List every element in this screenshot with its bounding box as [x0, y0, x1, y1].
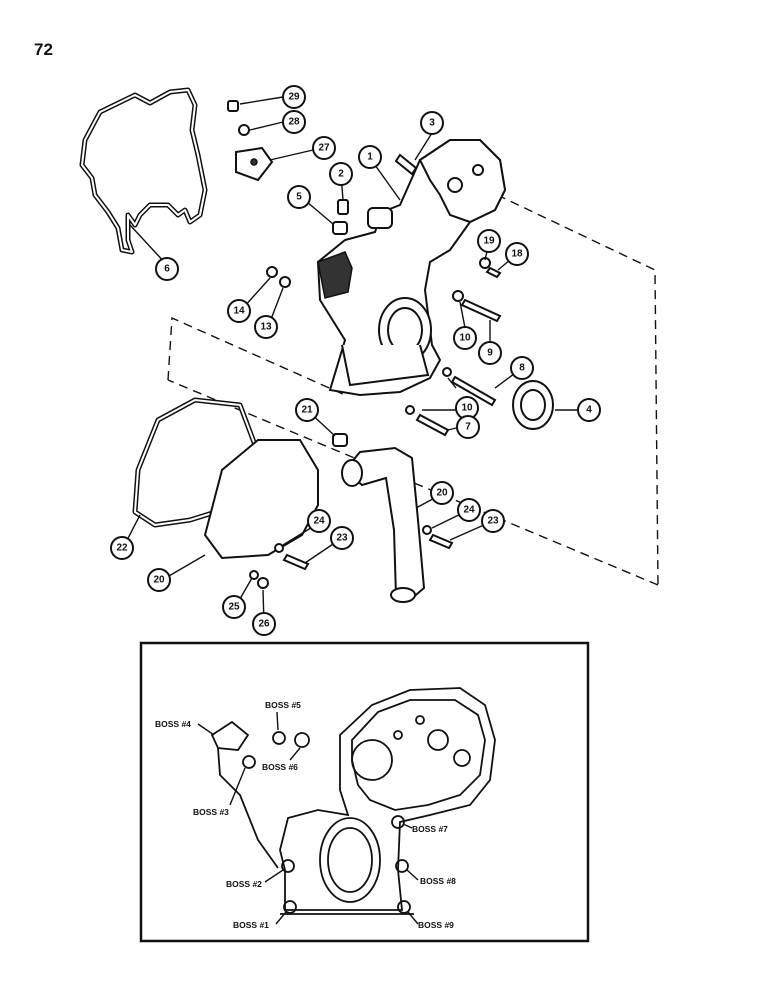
bolt-13-14 — [479, 257, 502, 279]
assembly-dashed-outline — [167, 181, 659, 586]
callout-29: 28 — [282, 110, 306, 134]
svg-text:22: 22 — [116, 543, 128, 554]
callout-21: 21 — [295, 398, 319, 422]
callout-7: 7 — [456, 415, 480, 439]
svg-text:9: 9 — [487, 348, 493, 359]
callout-23: 23 — [481, 509, 505, 533]
svg-text:27: 27 — [318, 143, 330, 154]
cover-plate-18 — [203, 439, 319, 560]
callout-13: 18 — [505, 242, 529, 266]
svg-text:6: 6 — [164, 264, 170, 275]
bolt-8 — [442, 367, 497, 407]
front-cover-casting — [316, 139, 507, 397]
boss-4-label: BOSS #4 — [155, 719, 191, 729]
washer-24a — [274, 543, 284, 553]
svg-text:23: 23 — [336, 533, 348, 544]
boss-3-label: BOSS #3 — [193, 807, 229, 817]
bolt-23 — [428, 533, 454, 550]
svg-text:21: 21 — [301, 405, 313, 416]
dowel-21 — [332, 433, 348, 447]
page-number: 72 — [34, 40, 53, 59]
boss-8-label: BOSS #8 — [420, 876, 456, 886]
callout-19: 20 — [430, 481, 454, 505]
dowel-2 — [337, 199, 349, 215]
svg-text:7: 7 — [465, 422, 471, 433]
washer-12 — [266, 266, 278, 278]
svg-text:5: 5 — [296, 192, 302, 203]
washer-29 — [238, 124, 250, 136]
front-cover-gasket — [79, 87, 208, 255]
svg-text:10: 10 — [461, 403, 473, 414]
svg-text:29: 29 — [288, 92, 300, 103]
dowel-5 — [332, 221, 348, 235]
svg-text:25: 25 — [228, 602, 240, 613]
oil-seal-4 — [512, 380, 554, 430]
callout-6: 6 — [155, 257, 179, 281]
callout-26: 26 — [252, 612, 276, 636]
water-tube-19 — [341, 446, 426, 603]
boss-2-label: BOSS #2 — [226, 879, 262, 889]
callout-8: 8 — [510, 356, 534, 380]
callout-9: 9 — [478, 341, 502, 365]
svg-text:18: 18 — [511, 249, 523, 260]
washer-24b — [422, 525, 432, 535]
callout-20: 22 — [110, 536, 134, 560]
nut-26 — [257, 577, 269, 589]
callout-28: 29 — [282, 85, 306, 109]
svg-text:20: 20 — [153, 575, 165, 586]
bolt-7 — [405, 405, 450, 437]
callout-24-right: 24 — [457, 498, 481, 522]
svg-text:28: 28 — [288, 117, 300, 128]
callout-1: 1 — [358, 145, 382, 169]
callout-22: 23 — [330, 526, 354, 550]
callout-14: 19 — [477, 229, 501, 253]
washer-25 — [249, 570, 259, 580]
callout-18: 20 — [147, 568, 171, 592]
callout-11: 13 — [254, 315, 278, 339]
callout-12: 14 — [227, 299, 251, 323]
svg-text:20: 20 — [436, 488, 448, 499]
callout-2: 2 — [329, 162, 353, 186]
bolt-9 — [452, 290, 502, 323]
bracket-27 — [235, 146, 274, 182]
svg-text:19: 19 — [483, 236, 495, 247]
svg-text:10: 10 — [459, 333, 471, 344]
svg-text:2: 2 — [338, 169, 344, 180]
callout-4: 4 — [577, 398, 601, 422]
callout-5: 5 — [287, 185, 311, 209]
lockwasher-11 — [279, 276, 291, 288]
callout-3: 3 — [420, 111, 444, 135]
stud-3 — [394, 153, 418, 176]
callout-25: 25 — [222, 595, 246, 619]
svg-text:24: 24 — [313, 516, 325, 527]
svg-text:13: 13 — [260, 322, 272, 333]
boss-9-label: BOSS #9 — [418, 920, 454, 930]
svg-text:3: 3 — [429, 118, 435, 129]
callout-10-upper: 10 — [453, 326, 477, 350]
bolt-28 — [227, 100, 239, 112]
boss-6-label: BOSS #6 — [262, 762, 298, 772]
boss-7-label: BOSS #7 — [412, 824, 448, 834]
bolt-22 — [282, 553, 310, 571]
boss-location-inset: BOSS #4 BOSS #5 BOSS #6 BOSS #3 BOSS #7 … — [139, 641, 590, 943]
boss-5-label: BOSS #5 — [265, 700, 301, 710]
svg-text:26: 26 — [258, 619, 270, 630]
svg-text:14: 14 — [233, 306, 245, 317]
boss-1-label: BOSS #1 — [233, 920, 269, 930]
svg-text:8: 8 — [519, 363, 525, 374]
svg-text:1: 1 — [367, 152, 373, 163]
svg-text:24: 24 — [463, 505, 475, 516]
svg-text:4: 4 — [586, 405, 592, 416]
callout-24-left: 24 — [307, 509, 331, 533]
callout-27: 27 — [312, 136, 336, 160]
svg-text:23: 23 — [487, 516, 499, 527]
